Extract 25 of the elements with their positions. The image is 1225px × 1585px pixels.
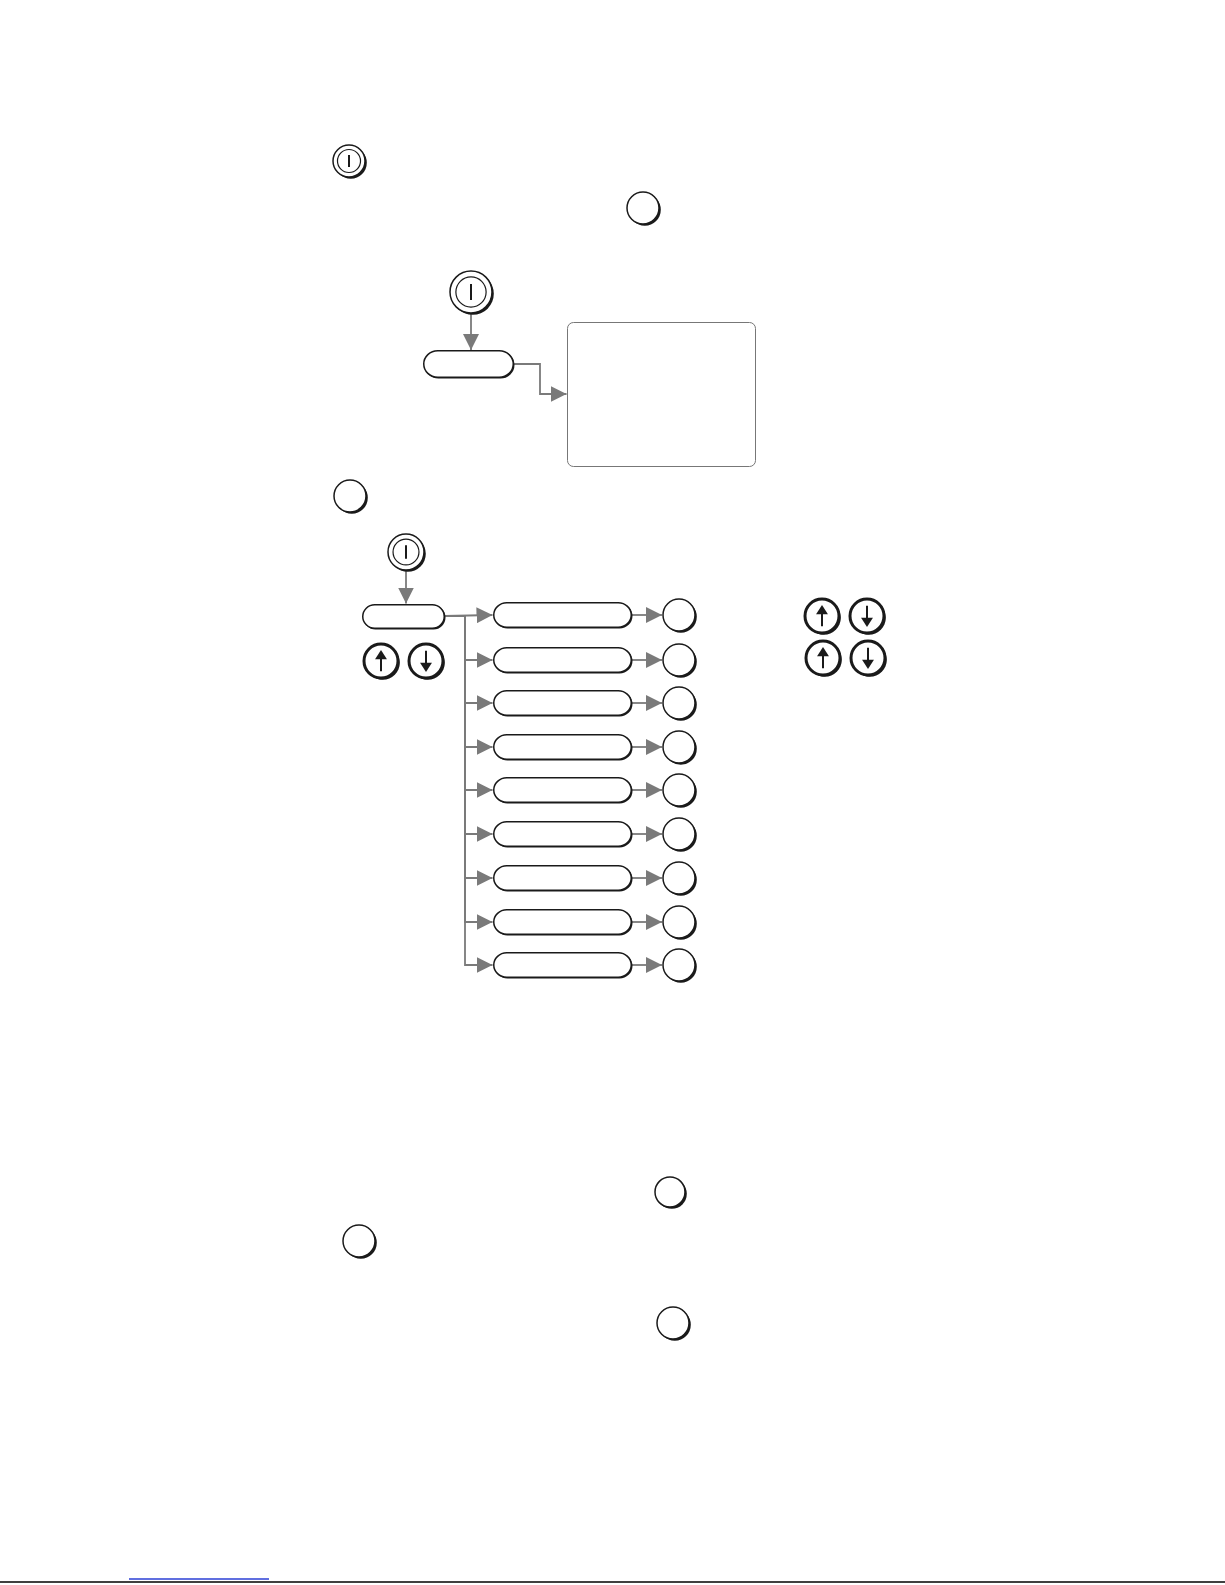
menu-item-box: [492, 777, 634, 805]
button-circle: [662, 861, 698, 897]
menu-item-box: [492, 647, 634, 675]
menu-item-box: [492, 734, 634, 762]
button-circle: [662, 773, 698, 809]
menu-item-box: [492, 602, 634, 630]
menu-item-box: [492, 865, 634, 893]
button-circle: [662, 905, 698, 941]
button-circle: [662, 598, 698, 634]
button-circle: [662, 686, 698, 722]
menu-item-box: [361, 603, 447, 631]
menu-item-box: [492, 952, 634, 980]
power-button: [387, 533, 427, 573]
arrow: [398, 570, 414, 605]
button-circle: [662, 948, 698, 984]
arrow: [463, 313, 479, 351]
power-button: [449, 270, 495, 316]
button-circle: [662, 643, 698, 679]
button-circle: [662, 817, 698, 853]
display-panel: [566, 321, 758, 469]
menu-item-box: [492, 821, 634, 849]
menu-item-box: [492, 909, 634, 937]
button-circle: [662, 730, 698, 766]
menu-item-box: [492, 690, 634, 718]
menu-item-box: [422, 350, 516, 380]
